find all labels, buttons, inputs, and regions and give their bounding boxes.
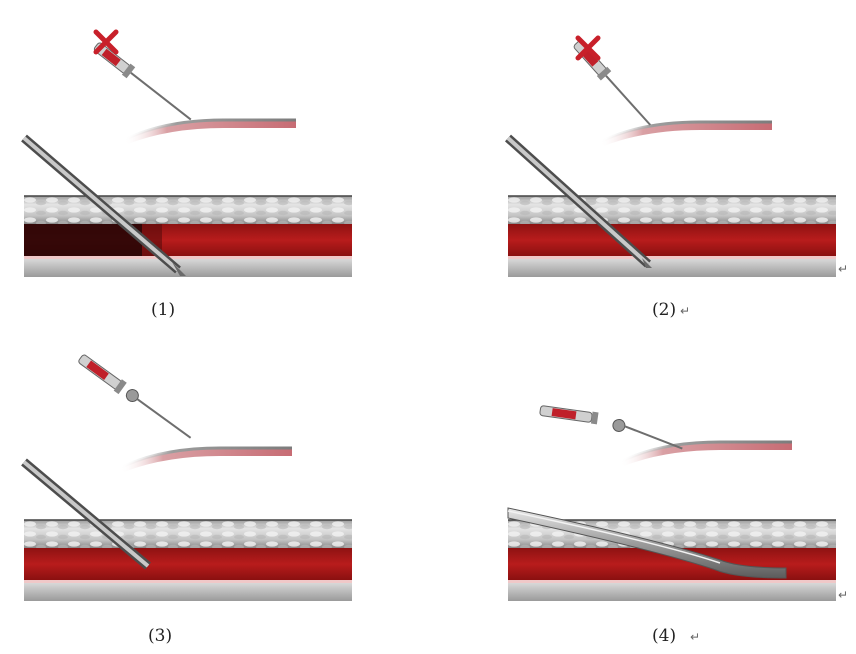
panel-3	[21, 354, 353, 602]
caption-1: (1)	[151, 300, 176, 320]
vessel-icon	[507, 519, 837, 602]
syringe-icon	[573, 40, 651, 126]
panel-2	[504, 35, 837, 278]
blood-flashback	[24, 224, 142, 256]
caption-2: (2)	[652, 300, 677, 320]
caption-4: (4)	[652, 626, 677, 646]
skin-flap	[122, 118, 298, 146]
syringe-icon	[78, 354, 192, 439]
vessel-icon	[507, 195, 837, 278]
paragraph-mark: ↵	[838, 588, 849, 602]
skin-flap	[118, 446, 294, 474]
skin-flap	[598, 120, 774, 148]
paragraph-mark: ↵	[690, 630, 701, 644]
caption-3: (3)	[148, 626, 173, 646]
catheter-icon	[507, 507, 787, 579]
cross-mark-icon	[93, 29, 119, 55]
needle-icon	[21, 458, 151, 570]
needle-icon	[504, 134, 652, 268]
skin-flap	[618, 440, 794, 468]
syringe-icon	[539, 405, 683, 450]
vessel-icon	[23, 519, 353, 602]
syringe-icon	[93, 42, 192, 121]
panel-4	[507, 405, 837, 602]
paragraph-mark: ↵	[680, 304, 691, 318]
panel-1	[21, 29, 353, 278]
needle-icon	[21, 134, 186, 276]
paragraph-mark: ↵	[838, 262, 849, 276]
cross-mark-icon	[575, 35, 601, 61]
